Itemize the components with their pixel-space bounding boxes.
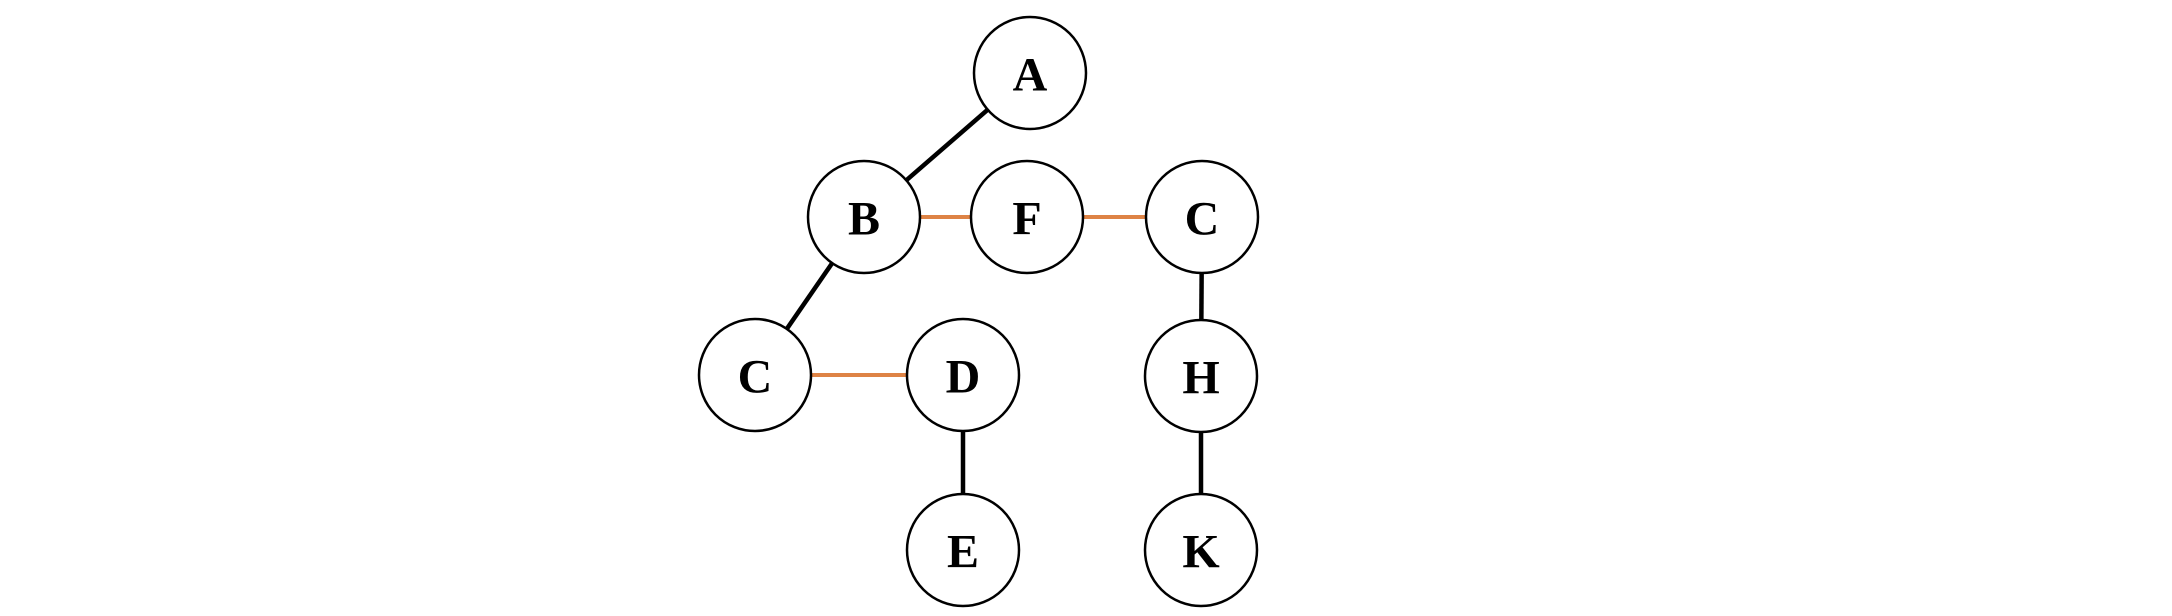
graph-node-C1: C xyxy=(1144,159,1260,275)
node-circle-C2 xyxy=(697,317,813,433)
graph-node-K: K xyxy=(1143,492,1259,608)
graph-node-H: H xyxy=(1143,318,1259,434)
graph-node-A: A xyxy=(972,15,1088,131)
graph-node-D: D xyxy=(905,317,1021,433)
node-circle-E xyxy=(905,492,1021,608)
node-circle-F xyxy=(969,159,1085,275)
node-label-D: D xyxy=(946,350,981,403)
node-label-F: F xyxy=(1012,192,1041,245)
node-circle-B xyxy=(806,159,922,275)
node-circle-D xyxy=(905,317,1021,433)
node-circle-C1 xyxy=(1144,159,1260,275)
node-label-H: H xyxy=(1182,351,1219,404)
node-label-K: K xyxy=(1182,525,1219,578)
node-circle-K xyxy=(1143,492,1259,608)
node-circle-A xyxy=(972,15,1088,131)
graph-node-E: E xyxy=(905,492,1021,608)
graph-node-F: F xyxy=(969,159,1085,275)
node-label-E: E xyxy=(947,525,979,578)
node-label-A: A xyxy=(1013,48,1048,101)
graph-node-C2: C xyxy=(697,317,813,433)
node-circle-H xyxy=(1143,318,1259,434)
graph-node-B: B xyxy=(806,159,922,275)
node-label-C2: C xyxy=(738,350,773,403)
node-label-C1: C xyxy=(1185,192,1220,245)
node-label-B: B xyxy=(848,192,880,245)
